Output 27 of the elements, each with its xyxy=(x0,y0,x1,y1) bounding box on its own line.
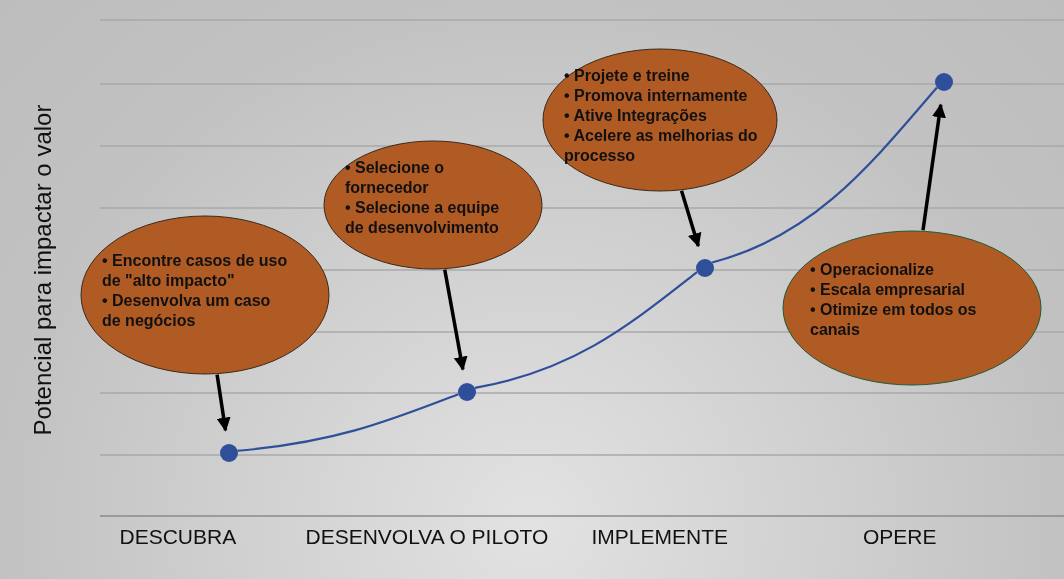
bullet-text: • Projete e treine xyxy=(564,66,691,86)
bullet-text: • Otimize em todos os canais xyxy=(810,300,978,340)
bullet-text: • Desenvolva um caso de negócios xyxy=(102,291,272,331)
axis-title: Potencial para impactar o valor xyxy=(28,104,57,436)
bullet-text: • Promova internamente xyxy=(564,86,749,106)
data-point xyxy=(458,383,476,401)
bullet-text: • Selecione o fornecedor xyxy=(345,158,445,198)
bullet-text: • Selecione a equipe de desenvolvimento xyxy=(345,198,501,238)
stage-label: DESENVOLVA O PILOTO xyxy=(305,525,549,549)
bullet-text: • Acelere as melhorias do processo xyxy=(564,126,759,166)
arrow xyxy=(921,103,946,231)
bullet-text: • Escala empresarial xyxy=(810,280,967,300)
stage-label: IMPLEMENTE xyxy=(591,525,729,549)
data-point xyxy=(220,444,238,462)
bullet-text: • Encontre casos de uso de "alto impacto" xyxy=(102,251,289,291)
curve-line xyxy=(474,271,698,389)
curve-line xyxy=(711,86,938,264)
arrow xyxy=(443,269,468,371)
curve-line xyxy=(237,393,459,452)
stage-label: DESCUBRA xyxy=(119,525,237,549)
data-point xyxy=(935,73,953,91)
stage-label: OPERE xyxy=(863,525,937,549)
arrow xyxy=(679,190,702,248)
bullet-text: • Operacionalize xyxy=(810,260,935,280)
data-point xyxy=(696,259,714,277)
arrow xyxy=(215,374,231,432)
bullet-text: • Ative Integrações xyxy=(564,106,708,126)
